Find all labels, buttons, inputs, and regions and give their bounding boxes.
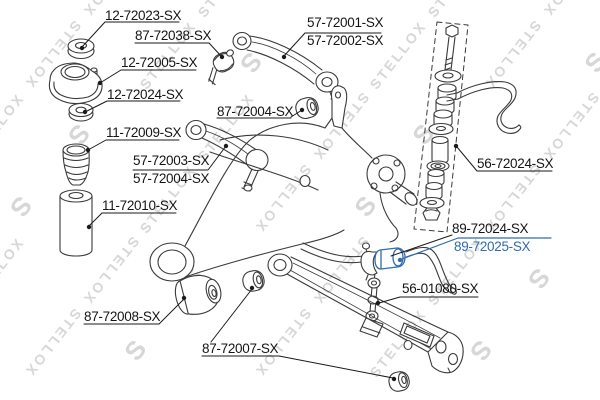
dust-cover-11-72010-drawing (60, 190, 92, 256)
strut-mount-12-72005-drawing (49, 63, 102, 104)
part-label-12-72024-sx[interactable]: 12-72024-SX (107, 87, 184, 102)
part-label-11-72010-sx[interactable]: 11-72010-SX (102, 198, 178, 213)
lower-control-arm-drawing (268, 254, 463, 373)
part-label-11-72009-sx[interactable]: 11-72009-SX (106, 125, 182, 140)
part-label-87-72008-sx[interactable]: 87-72008-SX (84, 309, 161, 324)
part-label-57-72001-sx[interactable]: 57-72001-SX (307, 15, 384, 30)
bump-stop-11-72009-drawing (63, 144, 89, 185)
stabilizer-bar-upper-drawing (447, 82, 521, 134)
washer-12-72023-drawing (68, 39, 94, 59)
part-label-57-72002-sx[interactable]: 57-72002-SX (307, 33, 384, 48)
part-label-56-72024-sx[interactable]: 56-72024-SX (477, 156, 554, 171)
highlight-leader-line (397, 238, 551, 263)
trailing-arm-assembly-drawing (150, 86, 419, 281)
part-label-12-72023-sx[interactable]: 12-72023-SX (105, 8, 182, 23)
part-label-87-72007-sx[interactable]: 87-72007-SX (202, 341, 279, 356)
part-label-56-01080-sx[interactable]: 56-01080-SX (402, 281, 479, 296)
bushing-87-72004-drawing (294, 95, 320, 120)
part-label-12-72005-sx[interactable]: 12-72005-SX (121, 55, 198, 70)
part-label-89-72025-sx-highlighted[interactable]: 89-72025-SX (454, 239, 531, 254)
part-label-57-72003-sx[interactable]: 57-72003-SX (133, 153, 210, 168)
part-label-57-72004-sx[interactable]: 57-72004-SX (133, 171, 210, 186)
bushing-87-72008-drawing (172, 270, 225, 318)
stabilizer-link-stack-drawing (420, 25, 461, 220)
part-label-89-72024-sx[interactable]: 89-72024-SX (452, 221, 529, 236)
stabilizer-link-dashed-box (414, 22, 468, 232)
part-label-87-72004-sx[interactable]: 87-72004-SX (217, 104, 294, 119)
stab-bar-clamp-drawing (361, 243, 377, 280)
bushing-87-72007-front-drawing (241, 269, 266, 293)
bushing-87-72007-rear-drawing (387, 370, 411, 393)
part-label-87-72038-sx[interactable]: 87-72038-SX (135, 28, 212, 43)
leader-lines (79, 22, 552, 382)
